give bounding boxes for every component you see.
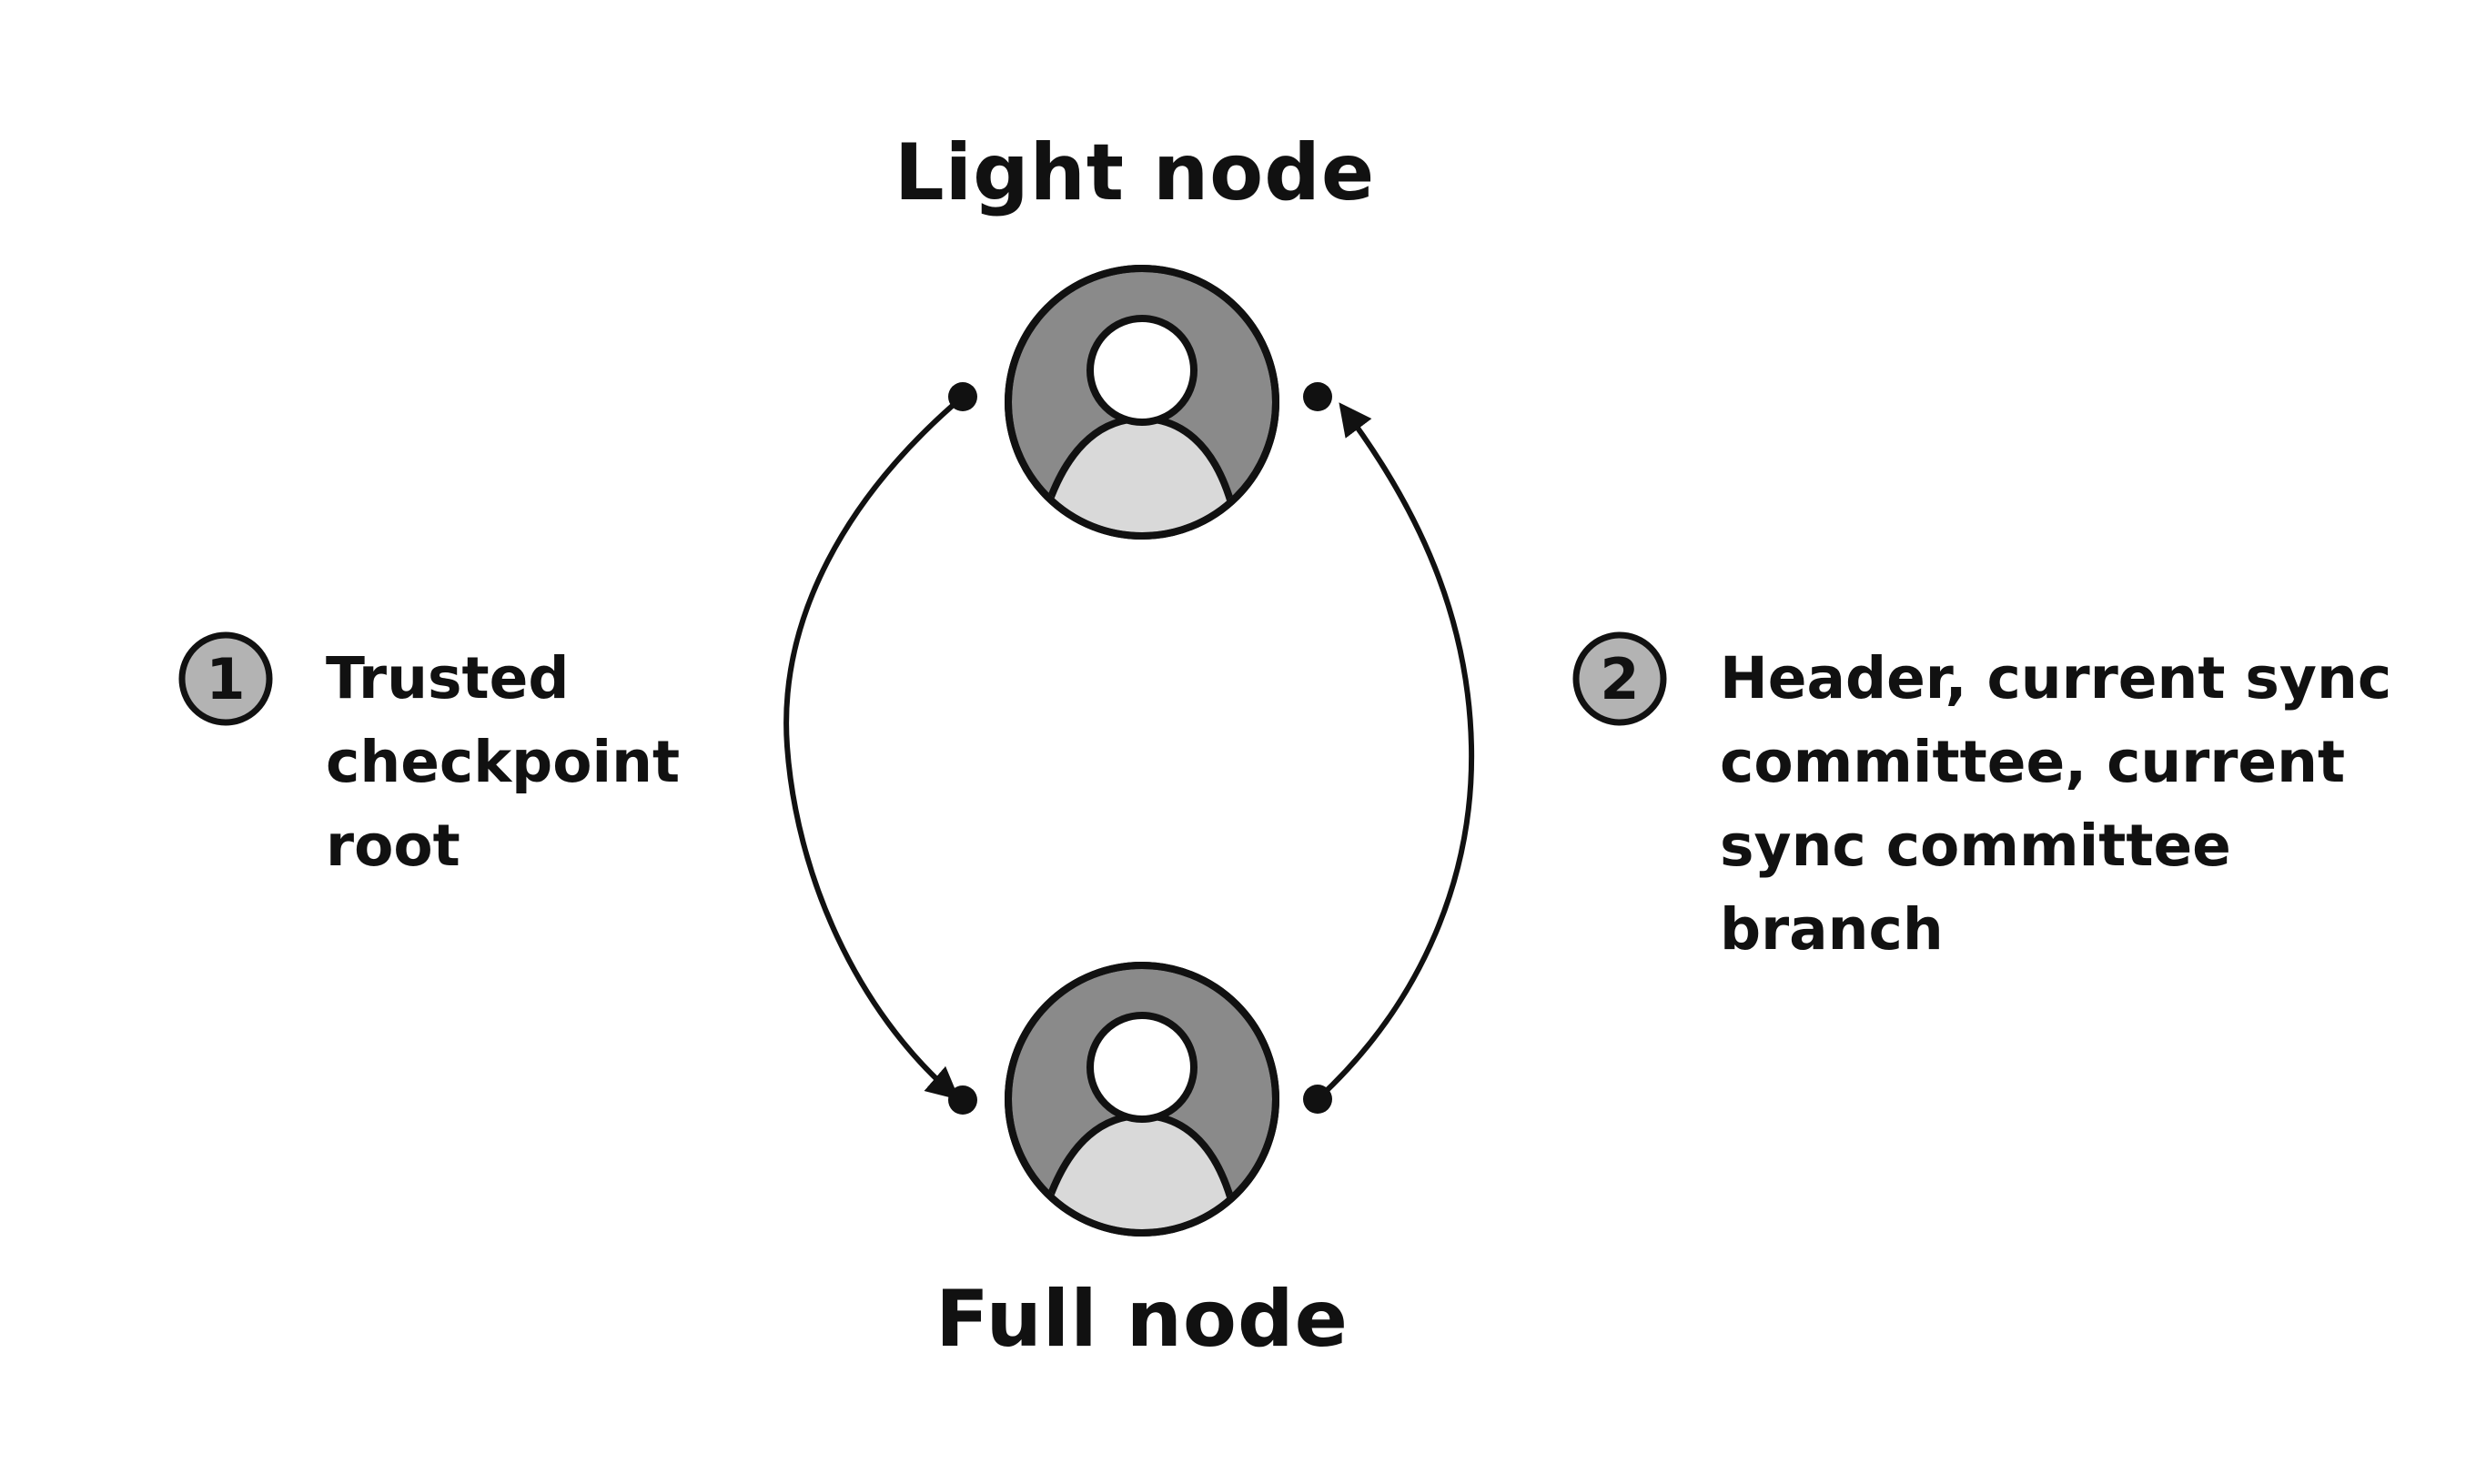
right-arrow [1303, 382, 1475, 1114]
full-node-avatar-icon [1005, 962, 1279, 1237]
step-2-badge: 2 [1572, 631, 1667, 726]
full-node-title: Full node [935, 1274, 1349, 1365]
left-arrow [783, 382, 977, 1115]
light-node-title: Light node [894, 127, 1376, 218]
light-node-avatar-icon [1005, 265, 1279, 540]
step-1-number: 1 [206, 646, 245, 712]
step-2-number: 2 [1600, 646, 1639, 712]
step-1-label: Trusted checkpoint root [326, 645, 681, 879]
step-2-label: Header, current sync committee, current … [1720, 645, 2392, 963]
step-1-badge: 1 [178, 631, 273, 726]
